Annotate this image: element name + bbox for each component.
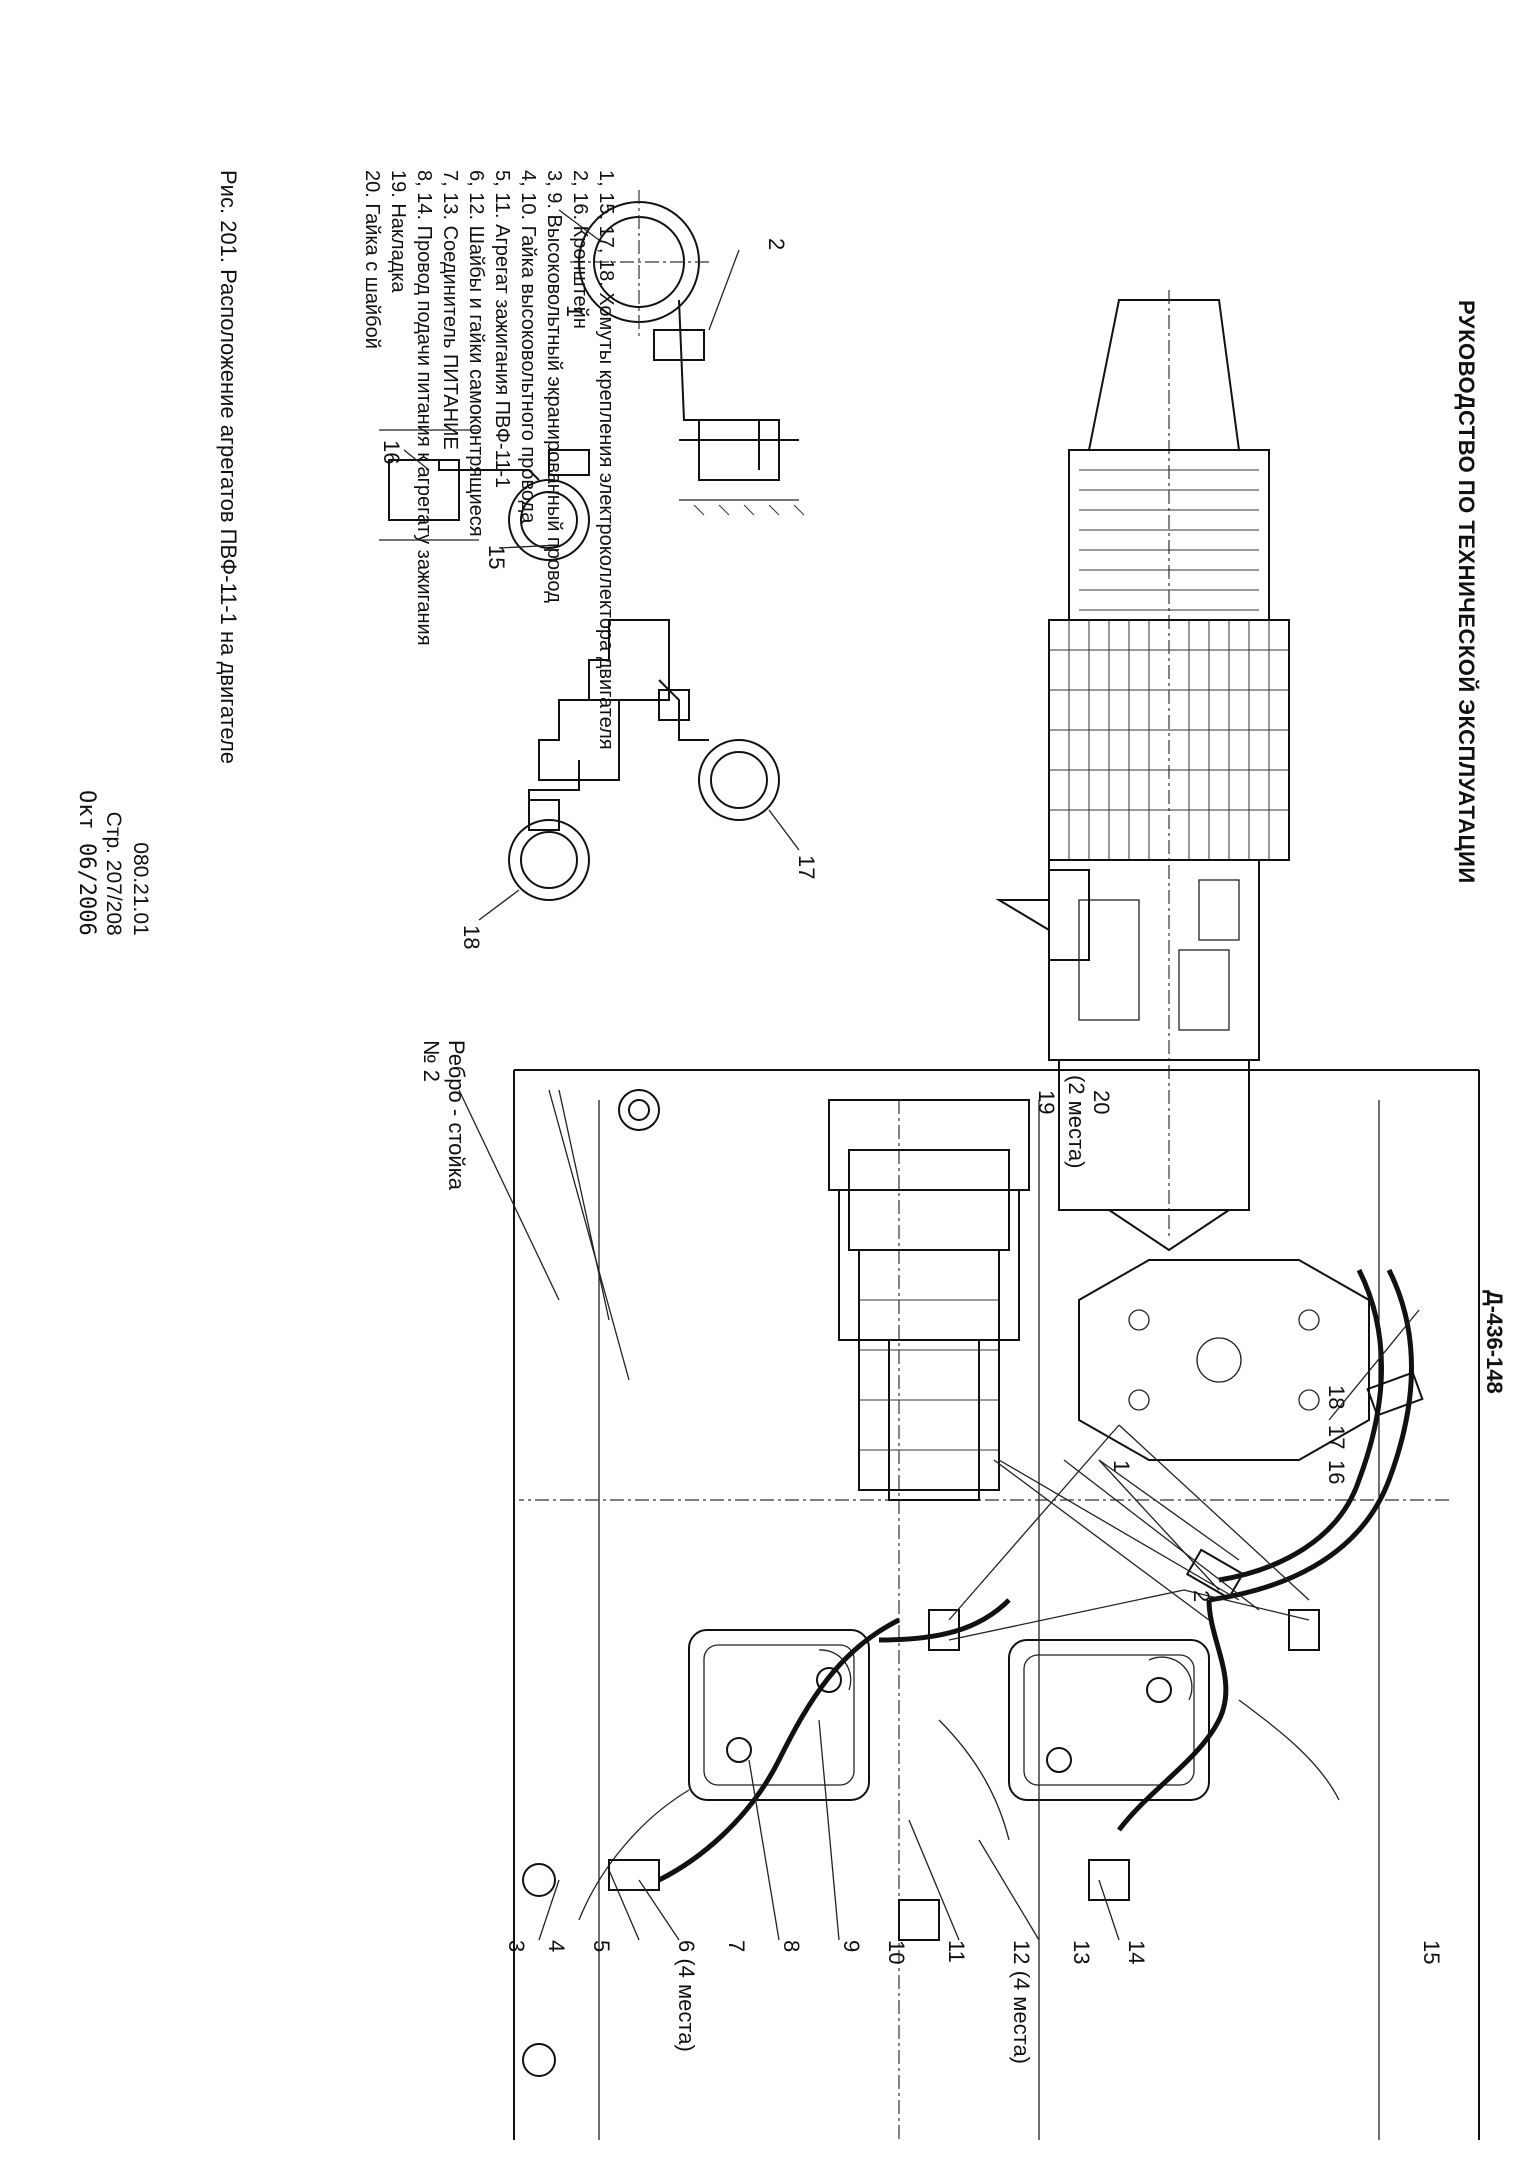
callout-11: 11 [944, 1940, 969, 1963]
connector-13 [898, 1899, 940, 1941]
legend: 1, 15, 17, 18. Хомуты крепления электрок… [359, 170, 619, 750]
callout-10: 10 [884, 1940, 909, 1964]
clamp-detail-17 [588, 619, 800, 851]
ignition-unit-5 [1008, 1639, 1210, 1801]
revision-date: Окт 06/2006 [74, 790, 99, 936]
callout-rib: Ребро - стойка [444, 1040, 469, 1191]
callout-19: 19 [1034, 1090, 1059, 1114]
callout-2: 2 [1189, 1590, 1214, 1602]
detail-label-18: 18 [459, 925, 484, 949]
clamp-1b [928, 1609, 960, 1651]
legend-item: 2, 16. Кронштейн [569, 170, 591, 329]
fuel-unit-body [848, 1149, 1010, 1251]
callout-rib-number: № 2 [419, 1040, 444, 1082]
clamp-detail-18 [478, 699, 620, 921]
callout-17: 17 [1324, 1425, 1349, 1449]
main-installation-view [513, 1069, 1480, 2140]
callout-20-places: (2 места) [1064, 1075, 1089, 1168]
callout-7: 7 [724, 1940, 749, 1952]
engine-overview-drawing [995, 290, 1290, 1252]
clamp-15 [608, 1859, 660, 1891]
clamp-detail-15 [379, 429, 590, 561]
detail-label-1: 1 [562, 305, 587, 317]
clamp-detail-1 [558, 190, 805, 516]
legend-item: 6, 12. Шайбы и гайки самоконтрящиеся [465, 170, 487, 537]
legend-item: 4, 10. Гайка высоковольтного провода [517, 170, 539, 524]
engine-intake-cone [1087, 299, 1241, 451]
detail-label-16: 16 [379, 440, 404, 464]
page-number: Стр. 207/208 [102, 811, 125, 936]
electrical-collector-harness [1208, 1268, 1414, 1603]
callout-6: 6 (4 места) [674, 1940, 699, 2052]
location-arrow [995, 869, 1090, 961]
callout-18: 18 [1324, 1385, 1349, 1409]
engine-exhaust-cone [1105, 1209, 1233, 1252]
section-code: 080.21.01 [129, 842, 152, 936]
callout-leaders [458, 1089, 1420, 1941]
connector-7 [1088, 1859, 1130, 1901]
legend-item: 19. Накладка [387, 170, 409, 293]
clamp-18 [1366, 1371, 1424, 1417]
legend-item: 5, 11. Агрегат зажигания ПВФ-11-1 [491, 170, 513, 489]
detail-label-17: 17 [794, 855, 819, 879]
legend-item: 3, 9. Высоковольтный экранированный пров… [543, 170, 565, 603]
legend-item: 1, 15, 17, 18. Хомуты крепления электрок… [595, 170, 617, 750]
callout-14: 14 [1124, 1940, 1149, 1964]
callout-20: 20 [1089, 1090, 1114, 1114]
page-footer: 080.21.01 Стр. 207/208 Окт 06/2006 [73, 790, 154, 936]
detail-label-2: 2 [764, 238, 789, 250]
callout-1: 1 [1109, 1460, 1134, 1472]
legend-item: 20. Гайка с шайбой [361, 170, 383, 349]
callout-15: 15 [1419, 1940, 1444, 1964]
legend-item: 7, 13. Соединитель ПИТАНИЕ [439, 170, 461, 450]
ignition-unit-11 [688, 1629, 870, 1801]
callout-9: 9 [839, 1940, 864, 1952]
callout-5: 5 [589, 1940, 614, 1952]
ignition-mount [838, 1189, 1020, 1341]
rib-bracket-left [828, 1099, 1030, 1191]
callout-13: 13 [1069, 1940, 1094, 1964]
figure-caption: Рис. 201. Расположение агрегатов ПВФ-11-… [216, 170, 241, 764]
legend-item: 8, 14. Провод подачи питания к агрегату … [413, 170, 435, 646]
callout-8: 8 [779, 1940, 804, 1952]
callout-16: 16 [1324, 1460, 1349, 1484]
detail-label-15: 15 [484, 545, 509, 569]
callout-4: 4 [544, 1940, 569, 1952]
callout-3: 3 [504, 1940, 529, 1952]
clamp-17 [1185, 1548, 1245, 1600]
cover-plate [1078, 1259, 1370, 1461]
clamp-1a [1288, 1609, 1320, 1651]
fuel-unit-housing [858, 1249, 1000, 1491]
callout-12: 12 (4 места) [1009, 1940, 1034, 2064]
